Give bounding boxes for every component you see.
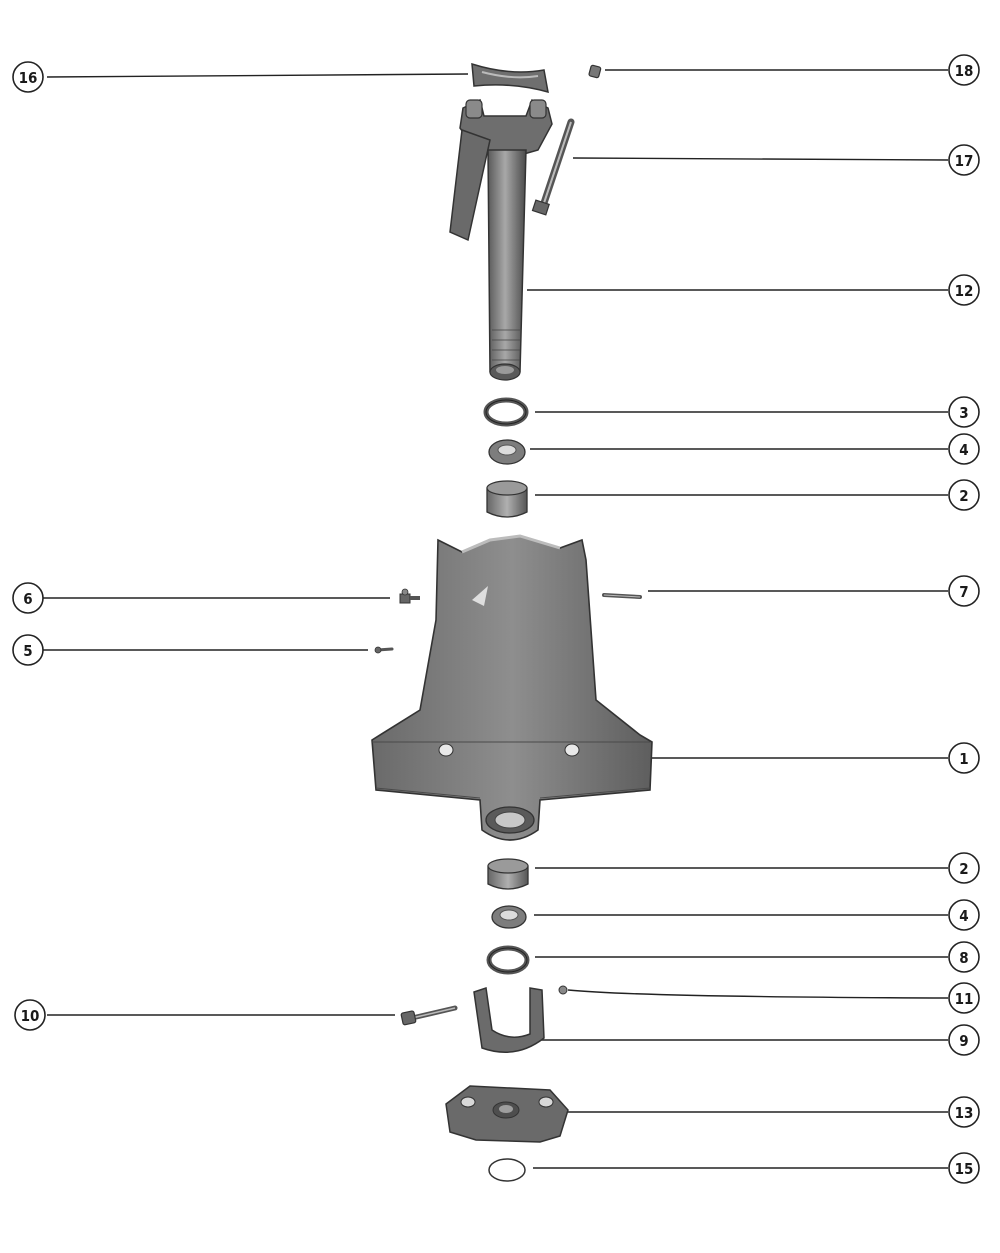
callout-circle-16 [12,61,44,93]
callout-circle-2b [948,852,980,884]
part-11-ball [558,985,568,995]
callout-label-4b: 4 [959,907,968,925]
callout-label-2a: 2 [959,487,968,505]
part-9-u-clamp [473,987,545,1053]
part-6-grease-fitting [399,588,420,604]
callout-label-7: 7 [959,583,968,601]
callout-label-13: 13 [955,1104,974,1122]
callout-circle-4b [948,899,980,931]
callout-circle-6 [12,582,44,614]
part-3-o-ring [483,397,529,427]
leader-line-16 [46,73,469,78]
part-17-bolt [531,118,575,216]
callout-label-3: 3 [959,404,968,422]
callout-circle-8 [948,941,980,973]
part-4-seal-lower [491,905,527,929]
callout-label-5: 5 [23,642,32,660]
part-2-bushing-lower [487,858,529,890]
callout-label-6: 6 [23,590,32,608]
callout-label-18: 18 [955,62,974,80]
callout-circle-15 [948,1152,980,1184]
callout-circle-5 [12,634,44,666]
callout-label-15: 15 [955,1160,974,1178]
callout-circle-13 [948,1096,980,1128]
part-10-bolt [400,1005,458,1026]
leader-line-11 [567,989,949,999]
callout-label-4a: 4 [959,441,968,459]
callout-label-12: 12 [955,282,974,300]
part-8-o-ring [486,945,530,975]
callout-label-2b: 2 [959,860,968,878]
part-2-bushing-upper [486,480,528,518]
callout-label-11: 11 [955,990,974,1008]
part-16-pad [471,62,549,94]
callout-circle-18 [948,54,980,86]
callout-circle-3 [948,396,980,428]
callout-circle-4a [948,433,980,465]
callout-circle-1 [948,742,980,774]
part-13-clamp-block [445,1085,569,1143]
callout-circle-10 [14,999,46,1031]
callout-circle-17 [948,144,980,176]
callout-circle-2a [948,479,980,511]
callout-label-10: 10 [21,1007,40,1025]
callout-label-16: 16 [19,69,38,87]
part-18-nut [588,64,602,79]
callout-label-8: 8 [959,949,968,967]
part-4-seal-upper [488,439,526,465]
callout-circle-12 [948,274,980,306]
callout-circle-7 [948,575,980,607]
part-7-pin [602,593,642,599]
callout-circle-11 [948,982,980,1014]
part-15-snap-ring [488,1158,526,1182]
callout-label-17: 17 [955,152,974,170]
leader-line-17 [572,157,949,161]
callout-label-1: 1 [959,750,968,768]
part-5-screw [374,646,394,654]
part-1-swivel-bracket [371,534,653,841]
callout-circle-9 [948,1024,980,1056]
callout-label-9: 9 [959,1032,968,1050]
part-12-swivel-shaft [449,98,553,381]
